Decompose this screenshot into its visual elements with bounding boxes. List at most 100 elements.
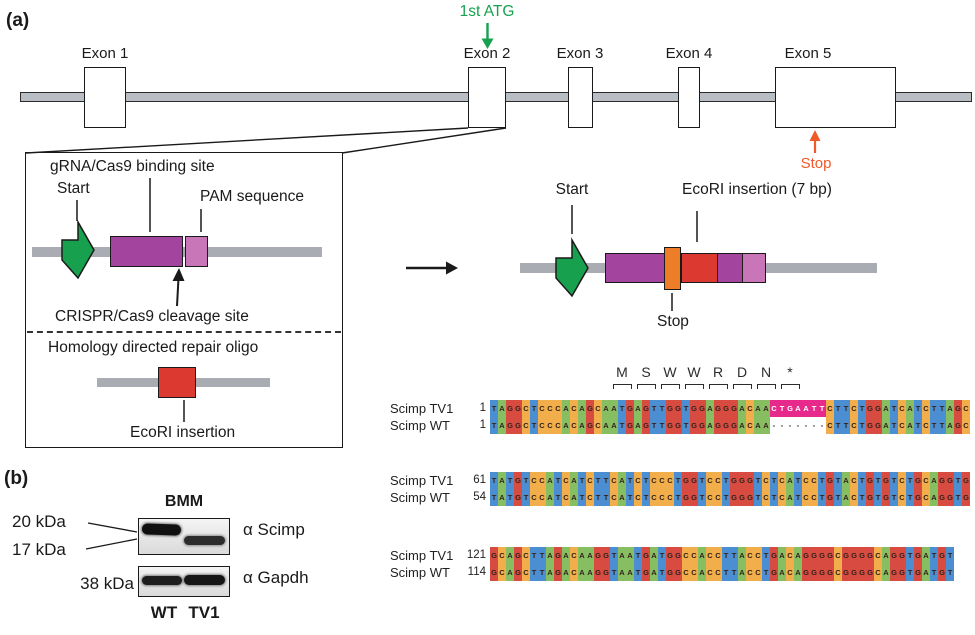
nt-cell: T — [762, 564, 770, 581]
nt-cell: G — [826, 564, 834, 581]
amino-acid-label: R — [712, 364, 724, 380]
nt-cell: A — [586, 547, 594, 564]
nt-cell: A — [506, 547, 514, 564]
nt-cell: G — [746, 472, 754, 489]
nt-cell: T — [906, 489, 914, 506]
nt-cell: C — [538, 489, 546, 506]
nt-cell: G — [586, 400, 594, 417]
nt-cell: G — [858, 564, 866, 581]
nt-cell: T — [730, 564, 738, 581]
nt-cell: C — [690, 564, 698, 581]
marker-20kda: 20 kDa — [12, 512, 66, 531]
nt-cell: T — [858, 472, 866, 489]
nt-cell: C — [826, 400, 834, 417]
alignment-row-number: 114 — [467, 566, 486, 578]
nt-cell: T — [602, 472, 610, 489]
nt-cell: G — [810, 564, 818, 581]
edited-start-label: Start — [555, 181, 589, 198]
nt-cell: T — [722, 489, 730, 506]
nt-cell: A — [842, 472, 850, 489]
nt-cell: T — [698, 489, 706, 506]
nt-cell: C — [522, 547, 530, 564]
panel-a-tag: (a) — [6, 10, 30, 31]
nt-cell: G — [690, 472, 698, 489]
nt-cell: T — [818, 400, 826, 417]
edited-purple-box-2 — [717, 253, 743, 283]
nt-cell: C — [554, 417, 562, 434]
nt-cell: A — [922, 547, 930, 564]
nt-cell: C — [586, 489, 594, 506]
edited-purple-box-1 — [605, 253, 665, 283]
nt-cell: G — [690, 489, 698, 506]
alignment-row-label: Scimp TV1 — [390, 473, 454, 488]
nt-cell: C — [850, 417, 858, 434]
nt-cell: C — [530, 472, 538, 489]
nt-cell: A — [754, 417, 762, 434]
nt-cell: T — [930, 417, 938, 434]
nt-cell: G — [674, 564, 682, 581]
gapdh-blot — [138, 566, 230, 597]
nt-cell: G — [722, 400, 730, 417]
nt-cell: T — [930, 564, 938, 581]
nt-cell: A — [602, 417, 610, 434]
marker-17kda: 17 kDa — [12, 540, 66, 559]
nt-cell: A — [786, 472, 794, 489]
nt-cell: C — [570, 547, 578, 564]
nt-cell: A — [562, 400, 570, 417]
nt-cell: T — [890, 472, 898, 489]
nt-cell: G — [810, 547, 818, 564]
nt-cell: T — [674, 489, 682, 506]
leader-17kda — [85, 538, 138, 550]
inset-box — [25, 152, 343, 448]
nt-cell: G — [698, 400, 706, 417]
nt-cell: C — [610, 489, 618, 506]
first-atg-label: 1st ATG — [459, 3, 515, 20]
nt-cell: T — [810, 400, 818, 417]
nt-cell: A — [762, 417, 770, 434]
nt-cell: G — [914, 564, 922, 581]
nt-cell: G — [602, 547, 610, 564]
nt-cell: G — [826, 547, 834, 564]
exon5-box — [775, 67, 896, 128]
nt-cell: T — [914, 400, 922, 417]
amino-acid-label: S — [641, 364, 651, 380]
nt-cell: A — [498, 417, 506, 434]
alignment-row-number: 121 — [466, 549, 486, 561]
nt-cell: T — [818, 489, 826, 506]
nt-cell: G — [786, 400, 794, 417]
alignment-row-label: Scimp WT — [390, 565, 450, 580]
nt-cell: A — [706, 417, 714, 434]
nt-cell: A — [802, 400, 810, 417]
nt-cell: C — [770, 400, 778, 417]
nt-cell: C — [778, 472, 786, 489]
nt-cell: A — [562, 417, 570, 434]
nt-cell: G — [514, 547, 522, 564]
nt-cell: - — [794, 417, 802, 434]
nt-cell: A — [562, 547, 570, 564]
codon-bracket — [636, 384, 656, 389]
alignment-row-label: Scimp WT — [390, 418, 450, 433]
nt-cell: T — [658, 547, 666, 564]
nt-cell: A — [546, 564, 554, 581]
nt-cell: T — [890, 489, 898, 506]
nt-cell: C — [834, 564, 842, 581]
nt-cell: C — [802, 489, 810, 506]
exon3-label: Exon 3 — [556, 45, 604, 62]
nt-cell: T — [634, 564, 642, 581]
nt-cell: A — [698, 547, 706, 564]
nt-cell: G — [506, 400, 514, 417]
nt-cell: C — [706, 564, 714, 581]
nt-cell: G — [962, 489, 970, 506]
edited-stop-box — [664, 247, 681, 290]
nt-cell: G — [666, 400, 674, 417]
nt-cell: T — [642, 472, 650, 489]
nt-cell: C — [634, 489, 642, 506]
nt-cell: G — [730, 400, 738, 417]
nt-cell: T — [530, 400, 538, 417]
nt-cell: A — [602, 400, 610, 417]
nt-cell: C — [522, 417, 530, 434]
nt-cell: G — [698, 417, 706, 434]
nt-cell: A — [618, 472, 626, 489]
nt-cell: C — [922, 489, 930, 506]
